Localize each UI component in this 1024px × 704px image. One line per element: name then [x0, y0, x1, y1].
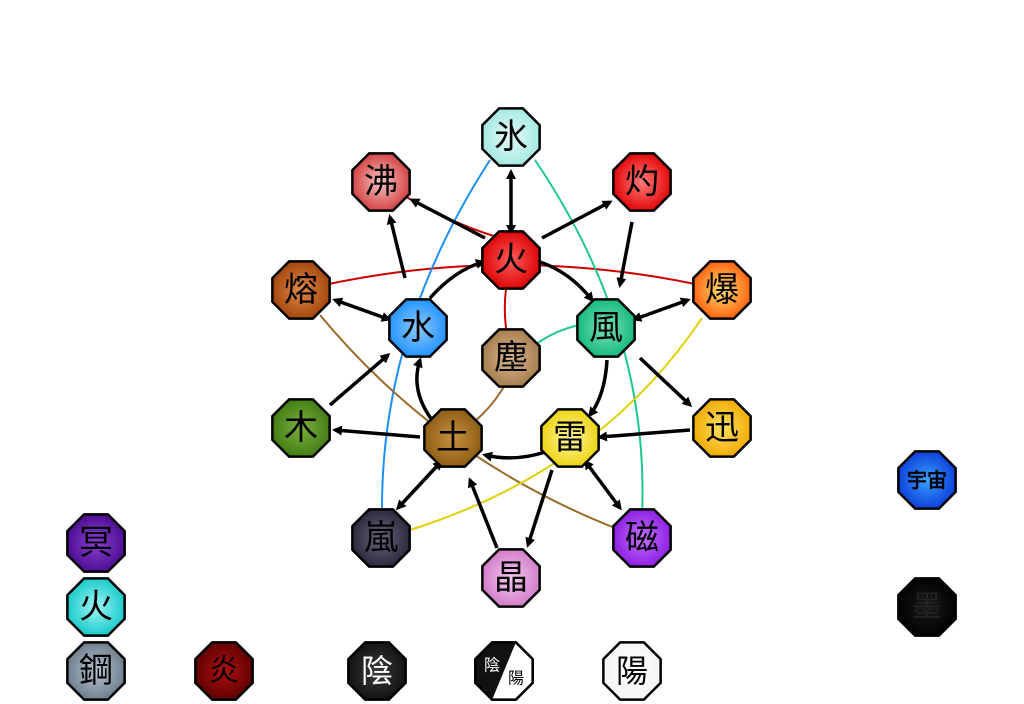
arrow-water-fire — [428, 259, 486, 300]
node-swift-label: 迅 — [705, 408, 739, 448]
node-earth-label: 土 — [436, 418, 470, 458]
node-wind: 風 — [576, 298, 636, 358]
node-ink: 墨 — [897, 577, 957, 637]
node-storm-label: 嵐 — [364, 518, 398, 558]
arrow-wind-thunder — [588, 359, 609, 418]
yin-yang-half-light — [492, 642, 533, 700]
node-scorch-label: 灼 — [625, 162, 659, 202]
node-yin-label: 陰 — [361, 652, 393, 690]
yin-yang-outline — [474, 641, 534, 701]
node-steel-label: 鋼 — [79, 651, 113, 691]
arrow-water-boil — [386, 214, 407, 279]
node-dust-label: 塵 — [494, 338, 528, 378]
node-earth: 土 — [423, 408, 483, 468]
node-cosmos-label: 宇宙 — [907, 468, 947, 492]
node-yin: 陰 — [347, 641, 407, 701]
node-cosmos: 宇宙 — [897, 450, 957, 510]
node-storm: 嵐 — [351, 508, 411, 568]
node-crystal: 晶 — [481, 548, 541, 608]
node-yang: 陽 — [602, 641, 662, 701]
arrow-wood-water — [328, 353, 391, 407]
arrow-fire-scorch — [541, 200, 613, 240]
arrow-crystal-earth — [467, 477, 499, 549]
node-yin-yang: 陰 陽 — [474, 641, 534, 701]
node-boil-label: 沸 — [364, 162, 398, 202]
node-melt-label: 熔 — [284, 270, 318, 310]
node-cyan-fire-label: 火 — [79, 587, 113, 627]
node-boil: 沸 — [351, 152, 411, 212]
node-blaze: 炎 — [194, 641, 254, 701]
node-wind-label: 風 — [589, 308, 623, 348]
node-explosion-label: 爆 — [705, 270, 739, 310]
relation-arrows — [328, 169, 693, 549]
node-fire-label: 火 — [494, 240, 528, 280]
arrow-scorch-wind — [616, 221, 634, 288]
arrow-swift-thunder — [597, 428, 691, 442]
node-wood-label: 木 — [284, 408, 318, 448]
node-explosion: 爆 — [692, 260, 752, 320]
arrow-water-melt — [332, 297, 392, 322]
node-blaze-label: 炎 — [209, 654, 239, 689]
arrow-fire-wind — [539, 260, 594, 303]
node-thunder-label: 雷 — [553, 418, 587, 458]
node-swift: 迅 — [692, 398, 752, 458]
node-crystal-label: 晶 — [494, 558, 528, 598]
arrow-wind-swift — [638, 356, 693, 408]
arrow-earth-wood — [332, 425, 421, 439]
arrow-thunder-earth — [482, 450, 546, 462]
node-cyan-fire: 火 — [66, 577, 126, 637]
node-ink-label: 墨 — [912, 590, 942, 625]
node-yang-label: 陽 — [616, 652, 648, 690]
node-fire: 火 — [481, 230, 541, 290]
node-dust: 塵 — [481, 328, 541, 388]
node-melt: 熔 — [271, 260, 331, 320]
arrow-fire-boil — [409, 198, 486, 240]
node-water: 水 — [388, 298, 448, 358]
node-yin-yang-yang-label: 陽 — [508, 669, 524, 688]
node-dark-label: 冥 — [79, 523, 113, 563]
arrow-thunder-crystal — [525, 469, 554, 548]
arrow-thunder-magnet — [583, 459, 622, 511]
node-ice: 氷 — [481, 107, 541, 167]
arrow-wind-explosion — [631, 297, 691, 322]
arrow-earth-storm — [395, 459, 443, 511]
node-magnet: 磁 — [612, 508, 672, 568]
node-ice-label: 氷 — [494, 117, 528, 157]
node-scorch: 灼 — [612, 152, 672, 212]
node-water-label: 水 — [401, 308, 435, 348]
node-magnet-label: 磁 — [625, 518, 659, 558]
node-steel: 鋼 — [66, 641, 126, 701]
node-wood: 木 — [271, 398, 331, 458]
node-yin-yang-yin-label: 陰 — [484, 656, 500, 675]
node-dark: 冥 — [66, 513, 126, 573]
node-thunder: 雷 — [540, 408, 600, 468]
curve-teal-wind-dust — [534, 324, 581, 346]
arrow-earth-water — [413, 357, 434, 422]
